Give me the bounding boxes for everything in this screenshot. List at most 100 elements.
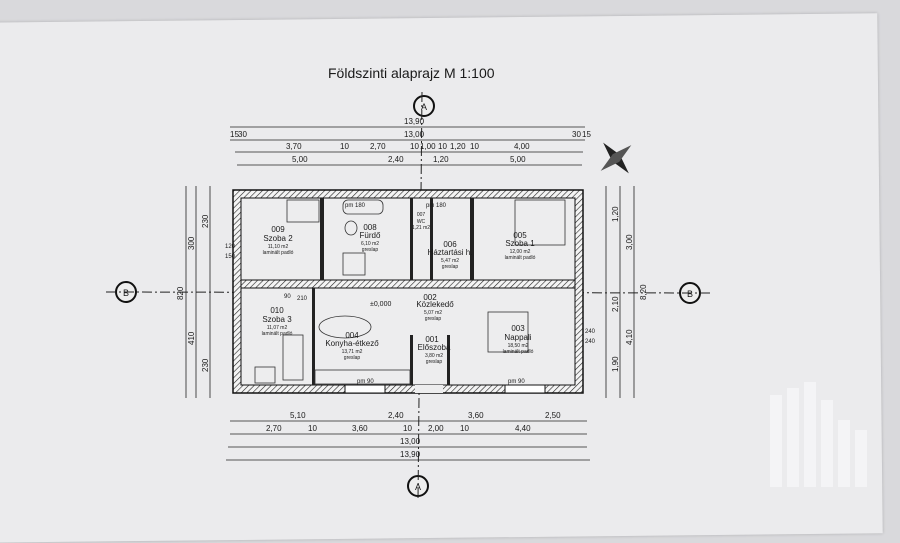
dim-label: 8,20 [639,284,648,300]
svg-text:greslap: greslap [362,247,379,253]
dim-label: 2,40 [388,155,404,164]
dim-bottom-total-outer: 13,90 [400,450,421,459]
svg-text:005: 005 [513,231,527,240]
svg-text:11,07 m2: 11,07 m2 [267,325,288,331]
room-008: 008 Fürdő 6,10 m2 greslap [360,223,381,253]
svg-text:greslap: greslap [426,359,443,365]
room-006: 006 Háztartási h. 5,47 m2 greslap [428,240,473,270]
dim-label: 3,00 [625,234,634,250]
svg-text:5,47 m2: 5,47 m2 [441,258,459,264]
building-walls [232,189,584,394]
dim-label: 4,00 [514,142,530,151]
svg-text:Szoba 1: Szoba 1 [505,239,535,248]
svg-text:1,21 m2: 1,21 m2 [412,225,430,231]
svg-text:A: A [421,102,427,112]
dimensions-bottom [226,420,590,461]
dim-label: 300 [187,236,196,250]
dim-label: 2,10 [611,296,620,312]
svg-text:B: B [687,289,693,299]
room-010: 010 Szoba 3 11,07 m2 laminált padló [262,306,293,337]
svg-text:5,07 m2: 5,07 m2 [424,310,442,316]
svg-text:11,10 m2: 11,10 m2 [268,244,289,250]
svg-text:WC: WC [417,219,426,225]
svg-text:009: 009 [271,225,285,234]
window-label: pm 180 [345,203,366,209]
svg-text:Előszoba: Előszoba [418,343,451,352]
dim-top-total-outer: 13,90 [404,117,425,126]
dim-label: 10 [403,424,412,433]
dim-label: 3,70 [286,142,302,151]
dim-label: 2,70 [266,424,282,433]
svg-text:Fürdő: Fürdő [360,231,381,240]
watermark-logo [770,382,867,487]
svg-text:006: 006 [443,240,457,249]
svg-text:008: 008 [363,223,377,232]
dim-label: 820 [176,286,185,300]
dim-top-total: 13,00 [404,130,425,139]
dim-label: 1,20 [611,206,620,222]
svg-text:Szoba 3: Szoba 3 [262,315,292,324]
dimensions-top [230,126,585,166]
furniture [254,199,566,385]
dim-label: 10 [410,142,419,151]
north-arrow-icon [600,142,632,174]
dim-label: 1,00 [420,142,436,151]
svg-text:greslap: greslap [344,355,361,361]
window-label: pm 180 [426,203,447,209]
dim-label: 10 [308,424,317,433]
svg-text:greslap: greslap [425,316,442,322]
svg-text:004: 004 [345,331,359,340]
door-label: 210 [297,296,308,302]
svg-text:6,10 m2: 6,10 m2 [361,241,379,247]
svg-text:A: A [415,482,421,492]
svg-text:laminált padló: laminált padló [505,255,536,261]
dim-label: 15 [582,130,591,139]
svg-text:laminált padló: laminált padló [503,349,534,355]
dim-label: 1,90 [611,356,620,372]
svg-text:12,00 m2: 12,00 m2 [510,249,531,255]
svg-text:18,50 m2: 18,50 m2 [508,343,529,349]
svg-text:010: 010 [270,306,284,315]
svg-text:001: 001 [425,335,439,344]
dim-label: 1,20 [450,142,466,151]
dim-label: 2,40 [388,411,404,420]
floor-plan: Földszinti alaprajz M 1:100 A A B B 13,9… [105,65,867,501]
svg-text:Nappali: Nappali [504,333,531,342]
dim-label: 10 [460,424,469,433]
dimensions-sides [185,186,635,398]
svg-text:Konyha-étkező: Konyha-étkező [325,339,379,348]
dim-label: 4,10 [625,329,634,345]
door-label: 90 [284,294,291,300]
svg-text:laminált padló: laminált padló [263,250,294,256]
room-002: 002 Közlekedő 5,07 m2 greslap [416,293,454,322]
dim-label: 2,00 [428,424,444,433]
room-001: 001 Előszoba 3,80 m2 greslap [418,335,451,365]
dim-label: 230 [201,358,210,372]
svg-text:Közlekedő: Közlekedő [416,300,454,309]
window-label: 150 [225,254,236,260]
dim-label: 3,60 [468,411,484,420]
window-label: 240 [585,329,596,335]
room-004: 004 Konyha-étkező 13,71 m2 greslap [325,331,379,361]
svg-text:003: 003 [511,324,525,333]
room-005: 005 Szoba 1 12,00 m2 laminált padló [505,231,536,261]
room-003: 003 Nappali 18,50 m2 laminált padló [503,324,534,355]
svg-text:greslap: greslap [442,264,459,270]
svg-text:3,80 m2: 3,80 m2 [425,353,443,359]
dim-label: 10 [340,142,349,151]
svg-text:002: 002 [423,293,437,302]
dim-label: 230 [201,214,210,228]
svg-text:007: 007 [417,212,426,218]
dim-label: 30 [238,130,247,139]
section-marker-a-top: A [413,95,435,117]
dim-label: 5,00 [510,155,526,164]
dim-label: 2,70 [370,142,386,151]
dim-label: 15 [230,130,239,139]
window-label: 120 [225,244,236,250]
dim-label: 5,10 [290,411,306,420]
dim-label: 10 [470,142,479,151]
svg-text:laminált padló: laminált padló [262,331,293,337]
window-label: pm 90 [508,379,525,385]
dim-label: 1,20 [433,155,449,164]
dim-label: 410 [187,331,196,345]
